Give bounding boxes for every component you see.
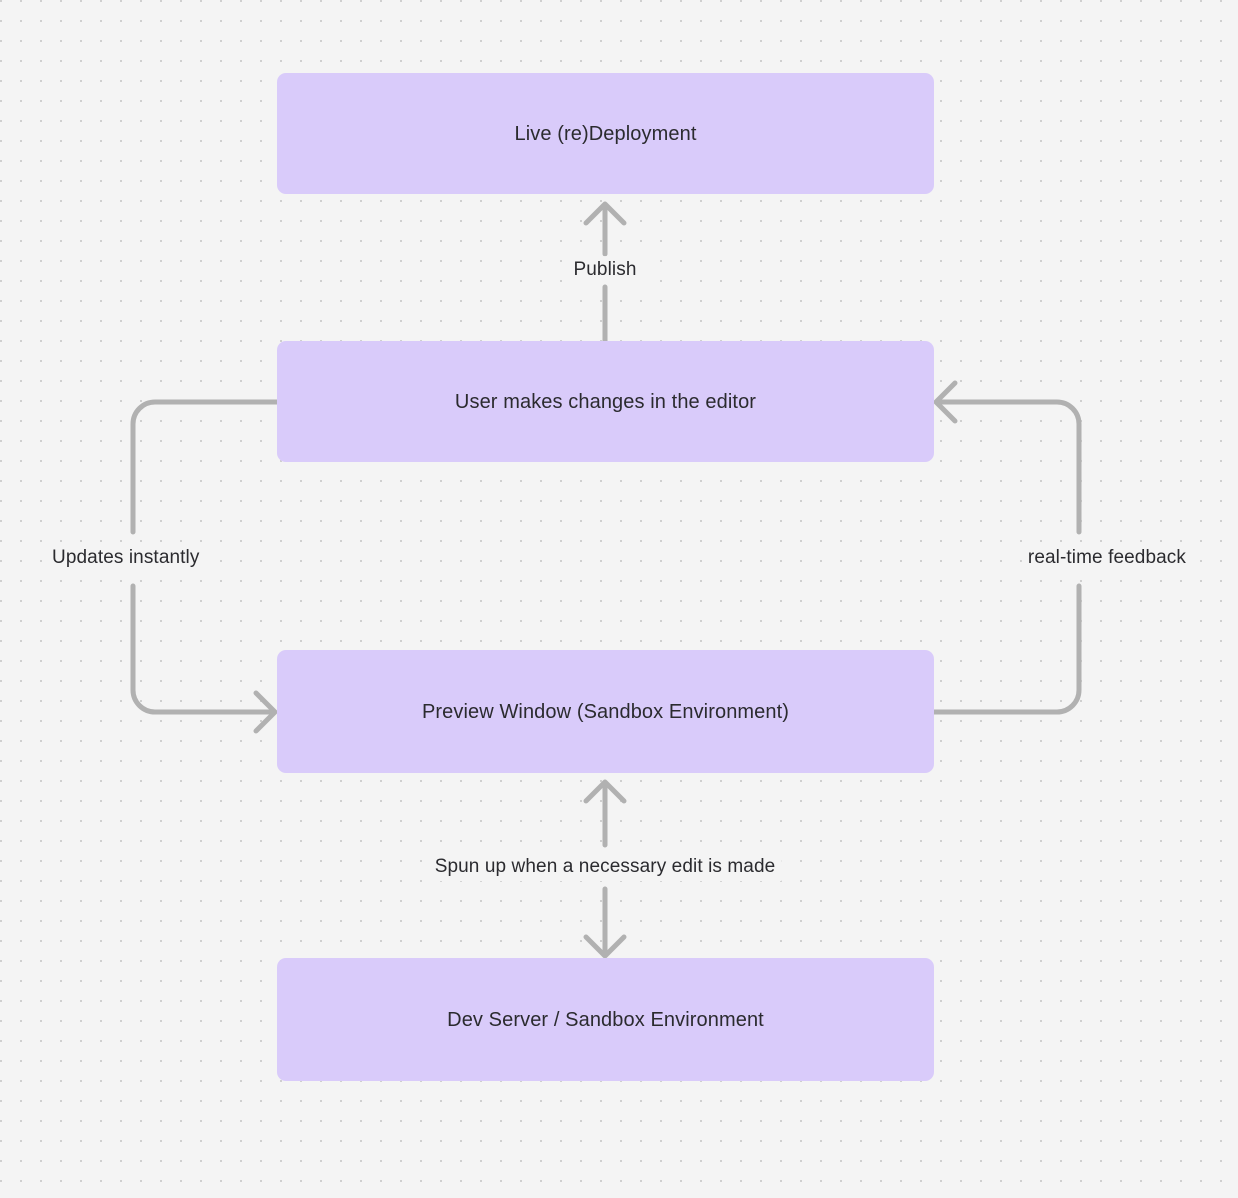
node-user-makes-changes[interactable]: User makes changes in the editor [277, 341, 934, 462]
edge-preview-to-editor [931, 380, 1082, 715]
node-label: Live (re)Deployment [514, 122, 697, 145]
arrowhead-down-icon [583, 934, 627, 959]
node-dev-server[interactable]: Dev Server / Sandbox Environment [277, 958, 934, 1081]
arrowhead-up-icon [583, 201, 627, 226]
edge-line-segment-upper [934, 399, 1082, 535]
node-label: Preview Window (Sandbox Environment) [421, 700, 790, 723]
arrowhead-left-icon [933, 380, 958, 424]
edge-label-spun-up: Spun up when a necessary edit is made [428, 853, 782, 881]
edge-line-segment-lower [931, 583, 1082, 715]
node-live-redeployment[interactable]: Live (re)Deployment [277, 73, 934, 194]
edge-editor-to-deploy [583, 201, 627, 344]
node-label: User makes changes in the editor [454, 390, 757, 413]
arrowhead-up-icon [583, 779, 627, 804]
edge-label-updates-instantly: Updates instantly [46, 544, 206, 572]
edge-line-segment-lower [130, 583, 277, 715]
node-preview-window[interactable]: Preview Window (Sandbox Environment) [277, 650, 934, 773]
edge-line-segment-upper [130, 399, 280, 535]
node-label: Dev Server / Sandbox Environment [447, 1008, 764, 1031]
arrowhead-right-icon [253, 690, 278, 734]
edge-label-publish: Publish [567, 256, 643, 284]
edge-editor-to-preview [130, 399, 280, 734]
edge-label-real-time-feedback: real-time feedback [1021, 544, 1192, 572]
edge-devsrv-preview [583, 779, 627, 959]
